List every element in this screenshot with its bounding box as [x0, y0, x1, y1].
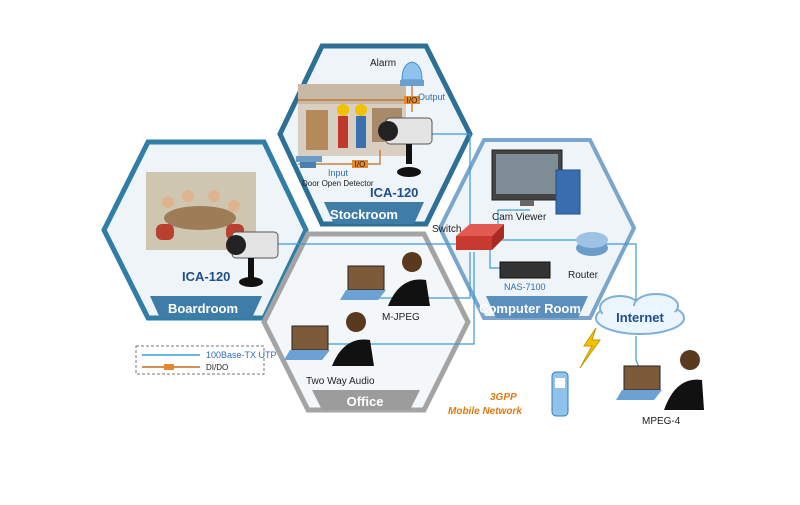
legend-dido-label: DI/DO: [206, 363, 228, 372]
cam-viewer-tower-icon: [555, 169, 581, 215]
door-detector-label: Door Open Detector: [302, 179, 374, 188]
switch-label: Switch: [432, 224, 461, 235]
office-label-bar: [312, 390, 420, 410]
alarm-label: Alarm: [370, 58, 396, 69]
stockroom-label-bar: [324, 202, 424, 224]
legend-box: 100Base-TX UTP DI/DO: [135, 345, 277, 375]
line-switch-nas: [489, 248, 500, 269]
mobile-phone-icon: [551, 371, 569, 417]
mpeg4-label: MPEG-4: [642, 416, 681, 427]
internet-label: Internet: [616, 310, 664, 325]
legend-io-badge: [164, 364, 174, 370]
output-label: Output: [418, 92, 446, 102]
mjpeg-user-laptop-icon: [340, 252, 430, 306]
cam-viewer-label: Cam Viewer: [492, 212, 547, 223]
boardroom-camera-label: ICA-120: [182, 269, 230, 284]
io-badge-input: I/O: [352, 160, 368, 169]
mpeg4-user-laptop-icon: [616, 350, 704, 410]
router-label: Router: [568, 270, 599, 281]
mobile-network-label: Mobile Network: [448, 406, 522, 417]
stockroom-label: Stockroom: [330, 207, 398, 222]
io-badge-output: I/O: [404, 96, 420, 105]
alarm-light-icon: [400, 61, 424, 86]
two-way-audio-user-laptop-icon: [284, 312, 374, 366]
mjpeg-label: M-JPEG: [382, 312, 420, 323]
computer-room-label: Computer Room: [479, 301, 581, 316]
boardroom-scene-image: [146, 172, 256, 250]
switch-icon: [456, 224, 504, 250]
router-icon: [576, 232, 608, 256]
input-label: Input: [328, 168, 349, 178]
cam-viewer-monitor-icon: [491, 149, 563, 206]
lightning-icon: [579, 327, 601, 369]
line-audio-switch: [322, 252, 475, 345]
computer-room-label-bar: [486, 296, 588, 318]
stockroom-camera-label: ICA-120: [370, 185, 418, 200]
svg-text:I/O: I/O: [407, 96, 418, 105]
nas-7100-icon: [499, 261, 551, 279]
ica-120-camera-boardroom-icon: [226, 231, 279, 287]
office-label: Office: [347, 394, 384, 409]
two-way-audio-label: Two Way Audio: [306, 376, 375, 387]
line-router-internet: [604, 243, 637, 300]
network-3gpp-label: 3GPP: [490, 392, 517, 403]
svg-text:I/O: I/O: [355, 160, 366, 169]
boardroom-label-bar: [150, 296, 262, 318]
ica-120-camera-stockroom-icon: [378, 117, 433, 177]
boardroom-label: Boardroom: [168, 301, 238, 316]
line-stockroom-switch: [416, 133, 471, 232]
nas-label: NAS-7100: [504, 282, 546, 292]
hex-computer-room: Computer Room: [437, 138, 637, 320]
legend-utp-label: 100Base-TX UTP: [206, 350, 277, 360]
internet-cloud-icon: [595, 293, 685, 335]
door-detector-icon: [296, 156, 322, 168]
